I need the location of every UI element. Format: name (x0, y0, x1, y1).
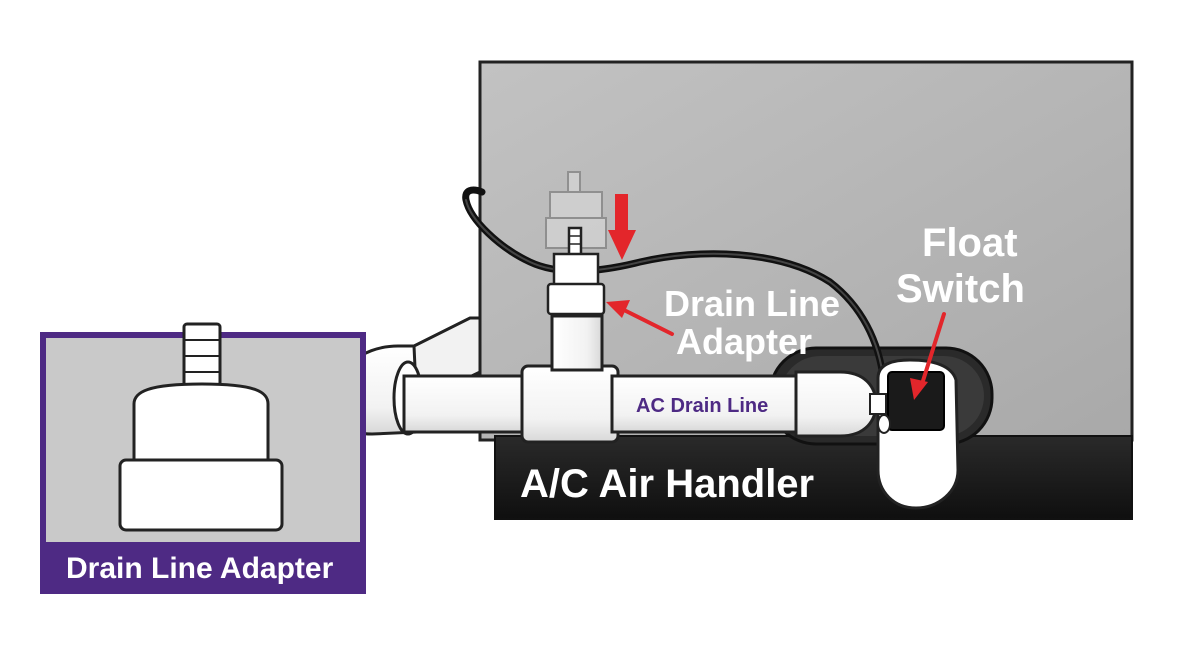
ac-drain-line-pipe (610, 374, 824, 434)
air-handler-label: A/C Air Handler (520, 462, 814, 506)
float-switch-pointer-arrow-icon (910, 312, 946, 400)
red-down-arrow-icon (608, 194, 636, 260)
ac-drain-line-label: AC Drain Line (636, 395, 768, 417)
drain-line-adapter-ghost (545, 171, 607, 249)
float-switch-body (887, 371, 945, 431)
tee-fitting (520, 364, 620, 444)
adapter-inset: Drain Line Adapter (40, 322, 366, 594)
float-switch-label-line1: Float (922, 221, 1018, 265)
inset-adapter-illustration (118, 322, 284, 532)
drain-line-adapter-label-line1: Drain Line (664, 283, 840, 324)
drain-line-adapter-label-line2: Adapter (676, 321, 812, 362)
air-handler-base (494, 435, 1133, 520)
adapter-pointer-arrow-icon (606, 300, 674, 336)
drain-line-adapter (546, 226, 606, 316)
float-switch (869, 358, 960, 510)
float-switch-label-line2: Switch (896, 267, 1025, 311)
inset-caption: Drain Line Adapter (66, 552, 334, 585)
